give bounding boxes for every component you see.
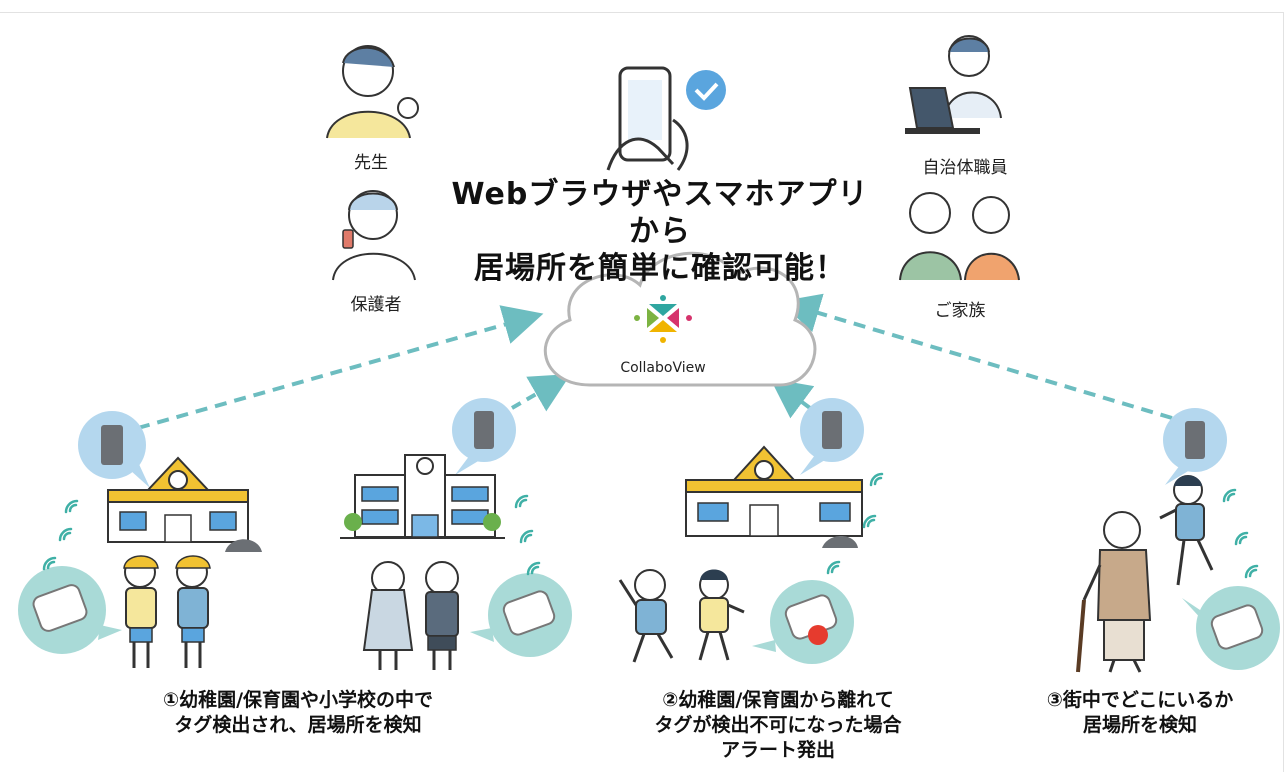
caption-2-line3: アラート発出 <box>720 739 835 761</box>
children-group-1 <box>123 555 211 668</box>
arrow-school-2 <box>510 373 571 412</box>
label-teacher: 先生 <box>354 153 388 173</box>
gateway-bubble-4 <box>1163 408 1227 485</box>
staff-illustration <box>905 35 1002 134</box>
arrow-town <box>779 293 1173 420</box>
guardian-illustration <box>332 190 416 281</box>
kindergarten-building-2 <box>685 445 863 548</box>
tag-bubble-4 <box>1182 586 1280 670</box>
headline-line1: Webブラウザやスマホアプリから <box>451 177 869 249</box>
tag-bubble-2 <box>470 573 572 657</box>
kindergarten-building-1 <box>107 456 262 552</box>
headline-line2: 居場所を簡単に確認可能！ <box>474 251 846 286</box>
caption-1-line1: ①幼稚園/保育園や小学校の中で <box>162 689 434 711</box>
family-illustration <box>899 192 1020 281</box>
town-people <box>1076 475 1214 673</box>
label-staff: 自治体職員 <box>922 158 1008 178</box>
smartphone-hand-icon <box>606 66 726 171</box>
collaboview-logo <box>634 295 692 343</box>
arrow-school-1 <box>137 305 544 430</box>
caption-scenario-3: ③街中でどこにいるか 居場所を検知 <box>1010 688 1270 738</box>
school-building <box>340 454 505 539</box>
frame-border <box>0 12 1284 772</box>
caption-1-line2: タグ検出され、居場所を検知 <box>174 714 422 736</box>
children-running <box>618 569 745 663</box>
caption-2-line1: ②幼稚園/保育園から離れて <box>662 689 894 711</box>
label-family: ご家族 <box>934 301 986 321</box>
caption-scenario-1: ①幼稚園/保育園や小学校の中で タグ検出され、居場所を検知 <box>108 688 488 738</box>
teacher-illustration <box>326 45 419 139</box>
gateway-bubble-3 <box>800 398 864 475</box>
headline: Webブラウザやスマホアプリから 居場所を簡単に確認可能！ <box>440 176 880 287</box>
label-guardian: 保護者 <box>350 295 402 315</box>
arrow-kindergarten-2 <box>770 378 815 419</box>
caption-scenario-2: ②幼稚園/保育園から離れて タグが検出不可になった場合 アラート発出 <box>608 688 948 763</box>
wifi-icons <box>42 472 1259 579</box>
cloud-brand: CollaboView <box>620 360 706 376</box>
caption-3-line2: 居場所を検知 <box>1082 714 1197 736</box>
students-group <box>362 561 459 670</box>
tag-bubble-3-alert <box>752 580 854 664</box>
cloud-icon <box>543 251 817 387</box>
gateway-bubble-1 <box>78 411 150 488</box>
caption-3-line1: ③街中でどこにいるか <box>1046 689 1234 711</box>
gateway-bubble-2 <box>452 398 516 475</box>
caption-2-line2: タグが検出不可になった場合 <box>654 714 902 736</box>
tag-bubble-1 <box>18 566 122 654</box>
